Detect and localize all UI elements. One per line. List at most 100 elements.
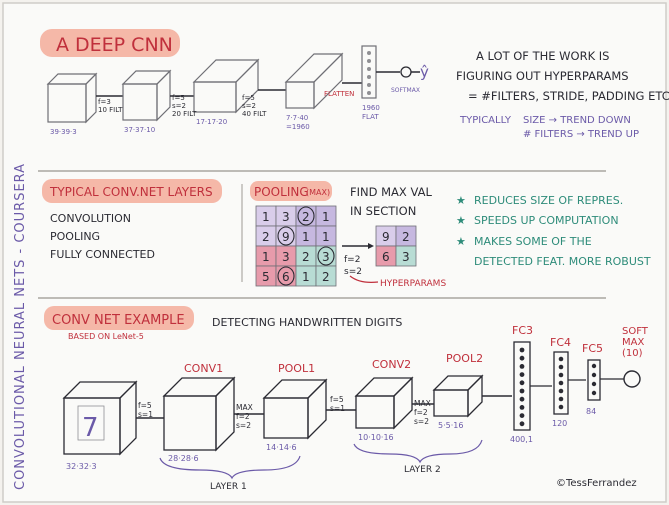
fc-unit bbox=[519, 388, 525, 394]
fc5-column bbox=[587, 359, 601, 401]
fc-unit bbox=[558, 372, 564, 378]
layer-pooling: POOLING bbox=[50, 230, 100, 243]
input-dims: 32·32·3 bbox=[66, 462, 97, 471]
pool-cell-value: 6 bbox=[282, 270, 290, 284]
pool2-op: f=2 bbox=[414, 408, 428, 417]
title-highlight bbox=[40, 29, 180, 57]
detect-digits: DETECTING HANDWRITTEN DIGITS bbox=[212, 316, 402, 329]
fc-unit bbox=[519, 372, 525, 377]
pool1-label: POOL1 bbox=[278, 362, 315, 375]
section-lenet: CONV NET EXAMPLE BASED ON LeNet-5 DETECT… bbox=[44, 306, 649, 492]
result-cell bbox=[395, 245, 417, 267]
fc5-units bbox=[591, 363, 597, 396]
section3-title: CONV NET EXAMPLE bbox=[52, 313, 185, 328]
volume-dims-3: =1960 bbox=[286, 123, 310, 131]
title-highlight-2 bbox=[42, 179, 222, 203]
conv2-label: CONV2 bbox=[372, 358, 411, 371]
fc-unit bbox=[519, 413, 525, 418]
fc5-label: FC5 bbox=[582, 342, 603, 355]
hyperparam-note: A LOT OF THE WORK IS FIGURING OUT HYPERP… bbox=[456, 49, 669, 140]
volume-dims-0: 39·39·3 bbox=[50, 128, 77, 136]
conv2-volume bbox=[354, 376, 414, 430]
volume-op-1: s=2 bbox=[172, 102, 186, 110]
svg-text:★: ★ bbox=[456, 214, 466, 227]
section1-title: A DEEP CNN bbox=[56, 34, 173, 56]
pool-cell-value: 2 bbox=[322, 270, 330, 284]
volume-op-2: 40 FILT bbox=[242, 110, 267, 118]
svg-text:SIZE → TREND DOWN: SIZE → TREND DOWN bbox=[523, 115, 631, 126]
output-yhat: ŷ bbox=[420, 63, 429, 81]
volume-op-1: f=5 bbox=[172, 94, 185, 102]
softmax-label-3: SOFTMAX(10) bbox=[622, 326, 649, 359]
layer2-label: LAYER 2 bbox=[404, 465, 441, 475]
svg-text:★: ★ bbox=[456, 194, 466, 207]
pool-cell-value: 1 bbox=[322, 230, 330, 244]
pool1-dims: 14·14·6 bbox=[266, 443, 297, 452]
svg-text:FIGURING OUT HYPERPARAMS: FIGURING OUT HYPERPARAMS bbox=[456, 69, 629, 83]
softmax-line: SOFT bbox=[622, 326, 649, 337]
pool-cell-value: 2 bbox=[302, 250, 310, 264]
fc-unit bbox=[558, 380, 564, 386]
flat-label: FLAT bbox=[362, 113, 379, 121]
svg-text:TYPICALLY: TYPICALLY bbox=[459, 115, 512, 126]
softmax-line: (10) bbox=[622, 348, 643, 359]
credit: ©TessFerrandez bbox=[556, 478, 637, 489]
fc-unit bbox=[591, 372, 597, 378]
fc-unit bbox=[519, 355, 525, 361]
svg-text:REDUCES SIZE OF REPRES.: REDUCES SIZE OF REPRES. bbox=[474, 194, 623, 207]
svg-text:SPEEDS UP COMPUTATION: SPEEDS UP COMPUTATION bbox=[474, 214, 619, 227]
softmax-label: SOFTMAX bbox=[391, 87, 420, 94]
result-cell-value: 9 bbox=[382, 230, 390, 244]
layer-fully-connected: FULLY CONNECTED bbox=[50, 248, 155, 261]
volume-dims-1: 37·37·10 bbox=[124, 126, 155, 134]
conv2-op: s=1 bbox=[330, 404, 345, 413]
pool1-op: MAX bbox=[236, 403, 253, 412]
pool-cell-value: 3 bbox=[322, 250, 330, 264]
softmax-output-node bbox=[623, 370, 641, 388]
pool-cell-value: 3 bbox=[282, 250, 290, 264]
pool-cell-value: 3 bbox=[282, 210, 290, 224]
pool-cell-value: 1 bbox=[302, 230, 310, 244]
layer-convolution: CONVOLUTION bbox=[50, 212, 131, 225]
section3-subtitle: BASED ON LeNet-5 bbox=[68, 332, 144, 341]
svg-text:= #FILTERS, STRIDE, PADDING ET: = #FILTERS, STRIDE, PADDING ETC bbox=[468, 89, 669, 103]
pool2-op: s=2 bbox=[414, 417, 429, 426]
svg-text:DETECTED FEAT. MORE ROBUST: DETECTED FEAT. MORE ROBUST bbox=[474, 255, 651, 268]
fc3-label: FC3 bbox=[512, 324, 533, 337]
pool-cell-value: 2 bbox=[302, 210, 310, 224]
pool2-op: MAX bbox=[414, 399, 431, 408]
volume-op-0: 10 FILT bbox=[98, 106, 123, 114]
pool1-op: s=2 bbox=[236, 421, 251, 430]
fc4-column bbox=[553, 351, 569, 415]
volume-op-2: s=2 bbox=[242, 102, 256, 110]
fc-unit bbox=[558, 396, 564, 402]
pool-s: s=2 bbox=[344, 267, 362, 277]
conv1-label: CONV1 bbox=[184, 362, 223, 375]
fc4-units bbox=[558, 356, 564, 410]
fc-unit bbox=[558, 364, 564, 370]
conv1-op: f=5 bbox=[138, 401, 152, 410]
fc-unit bbox=[519, 405, 525, 410]
pooling-benefits: ★ REDUCES SIZE OF REPRES. ★ SPEEDS UP COMP… bbox=[456, 194, 651, 268]
volume-op-3: FLATTEN bbox=[324, 90, 354, 98]
pool1-volume bbox=[262, 378, 328, 440]
find-max-1: FIND MAX VAL bbox=[350, 185, 432, 199]
pool2-dims: 5·5·16 bbox=[438, 421, 463, 430]
volume-dims-2: 17·17·20 bbox=[196, 118, 227, 126]
pool-cell-value: 9 bbox=[282, 230, 290, 244]
fc-unit bbox=[519, 396, 525, 402]
pool-cell-value: 1 bbox=[302, 270, 310, 284]
find-max-2: IN SECTION bbox=[350, 204, 416, 218]
input-volume bbox=[62, 380, 138, 456]
fc5-size: 84 bbox=[586, 407, 596, 416]
layer1-label: LAYER 1 bbox=[210, 482, 247, 492]
volume-op-1: 20 FILT bbox=[172, 110, 197, 118]
conv2-dims: 10·10·16 bbox=[358, 433, 394, 442]
volume-dims-3: 7·7·40 bbox=[286, 114, 308, 122]
fc-unit bbox=[591, 390, 597, 396]
